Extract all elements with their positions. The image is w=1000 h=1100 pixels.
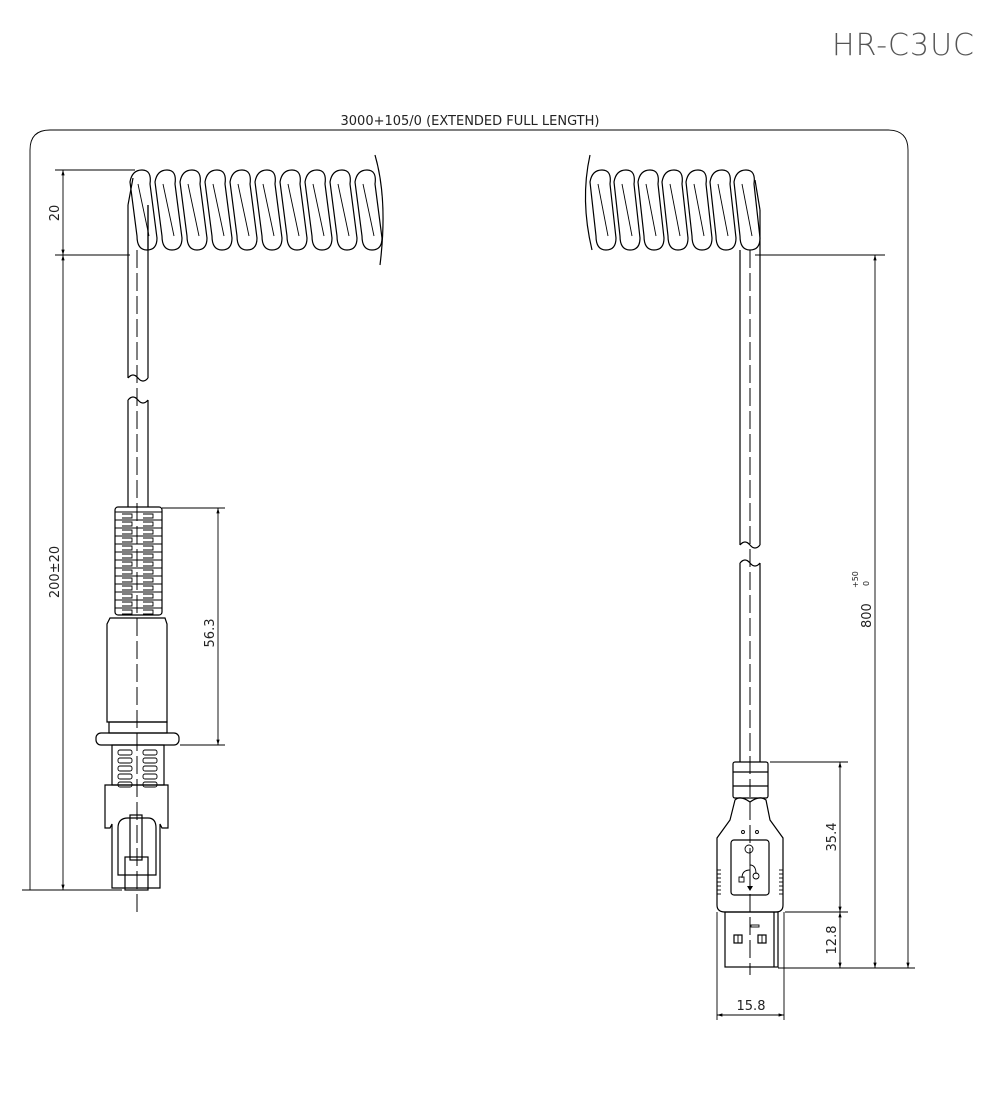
coil-loop bbox=[613, 169, 641, 251]
usb-trident-icon bbox=[738, 844, 760, 891]
coil-loop bbox=[254, 169, 283, 251]
usb-width-dimension: 15.8 bbox=[737, 999, 766, 1014]
right-coil bbox=[584, 154, 761, 251]
coil-loop bbox=[179, 169, 208, 251]
left-cable bbox=[127, 177, 149, 915]
usb-a-connector bbox=[716, 761, 784, 968]
overall-length-label: 3000+105/0 (EXTENDED FULL LENGTH) bbox=[341, 114, 600, 129]
coil-loop bbox=[685, 169, 713, 251]
coil-loop bbox=[204, 169, 233, 251]
coil-loop bbox=[589, 169, 617, 251]
overall-length-dimension-line bbox=[29, 129, 910, 968]
coil-loop bbox=[154, 169, 183, 251]
coil-loop bbox=[129, 169, 158, 251]
right-tail-tolerance-upper: +50 bbox=[851, 571, 860, 588]
coil-loop bbox=[709, 169, 737, 251]
coil-loop bbox=[637, 169, 665, 251]
coil-loop bbox=[304, 169, 333, 251]
coil-loop bbox=[229, 169, 258, 251]
usb-logo-panel bbox=[730, 839, 770, 896]
left-coil bbox=[129, 154, 384, 266]
part-number-title: HR-C3UC bbox=[832, 28, 975, 63]
left-dimensions: 20 200±20 56.3 bbox=[22, 169, 225, 891]
coil-loop bbox=[279, 169, 308, 251]
left-tail-length-dimension: 200±20 bbox=[48, 546, 63, 598]
right-dimensions: 800 +50 0 35.4 12.8 15.8 bbox=[716, 254, 915, 1020]
right-tail-length-dimension: 800 bbox=[860, 603, 875, 628]
usb-plug-length-dimension: 12.8 bbox=[825, 926, 840, 955]
rj-connector bbox=[95, 506, 180, 891]
coil-loop bbox=[661, 169, 689, 251]
coil-offset-dimension: 20 bbox=[48, 205, 63, 222]
coil-loop bbox=[329, 169, 358, 251]
usb-body-length-dimension: 35.4 bbox=[825, 823, 840, 852]
boot-length-dimension: 56.3 bbox=[203, 619, 218, 648]
right-tail-tolerance-lower: 0 bbox=[862, 581, 871, 586]
